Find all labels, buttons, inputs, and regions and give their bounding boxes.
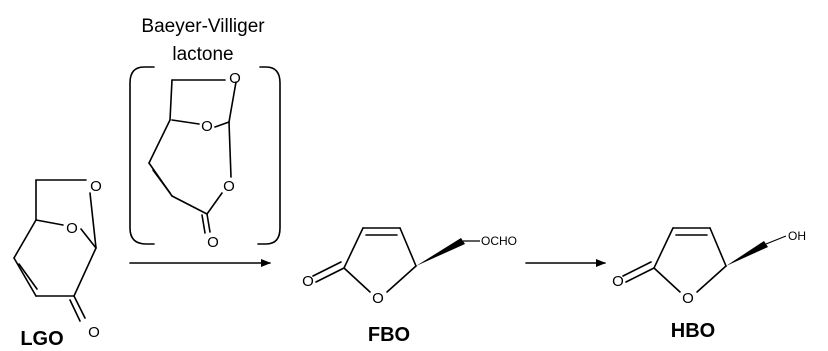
intermediate-caption-line2: lactone — [172, 44, 233, 65]
hbo-structure: O O OH — [612, 227, 806, 307]
intermediate-caption-line1: Baeyer-Villiger — [141, 16, 265, 37]
hbo-hydroxyl-group: OH — [788, 229, 806, 243]
intermediate-right-bracket — [257, 66, 281, 245]
fbo-oxygen-ring: O — [372, 290, 384, 307]
intermediate-lactone-structure: O O O O — [148, 70, 241, 251]
intermediate-oxygen-ring: O — [223, 178, 235, 195]
compound-label-lgo: LGO — [20, 328, 63, 350]
intermediate-left-bracket — [129, 66, 155, 245]
hbo-oxygen-carbonyl: O — [612, 273, 624, 290]
lgo-oxygen-top: O — [90, 178, 102, 195]
fbo-structure: O O OCHO — [302, 227, 517, 307]
intermediate-oxygen-top: O — [229, 70, 241, 87]
lgo-structure: O O O — [13, 178, 102, 341]
compound-label-hbo: HBO — [671, 320, 715, 342]
hbo-oxygen-ring: O — [682, 290, 694, 307]
compound-label-fbo: FBO — [368, 324, 410, 346]
intermediate-oxygen-carbonyl: O — [207, 234, 219, 251]
lgo-oxygen-bridge: O — [66, 220, 78, 237]
fbo-oxygen-carbonyl: O — [302, 273, 314, 290]
fbo-formyloxy-group: OCHO — [481, 234, 517, 248]
intermediate-oxygen-bridge: O — [201, 118, 213, 135]
lgo-oxygen-ketone: O — [88, 324, 100, 341]
